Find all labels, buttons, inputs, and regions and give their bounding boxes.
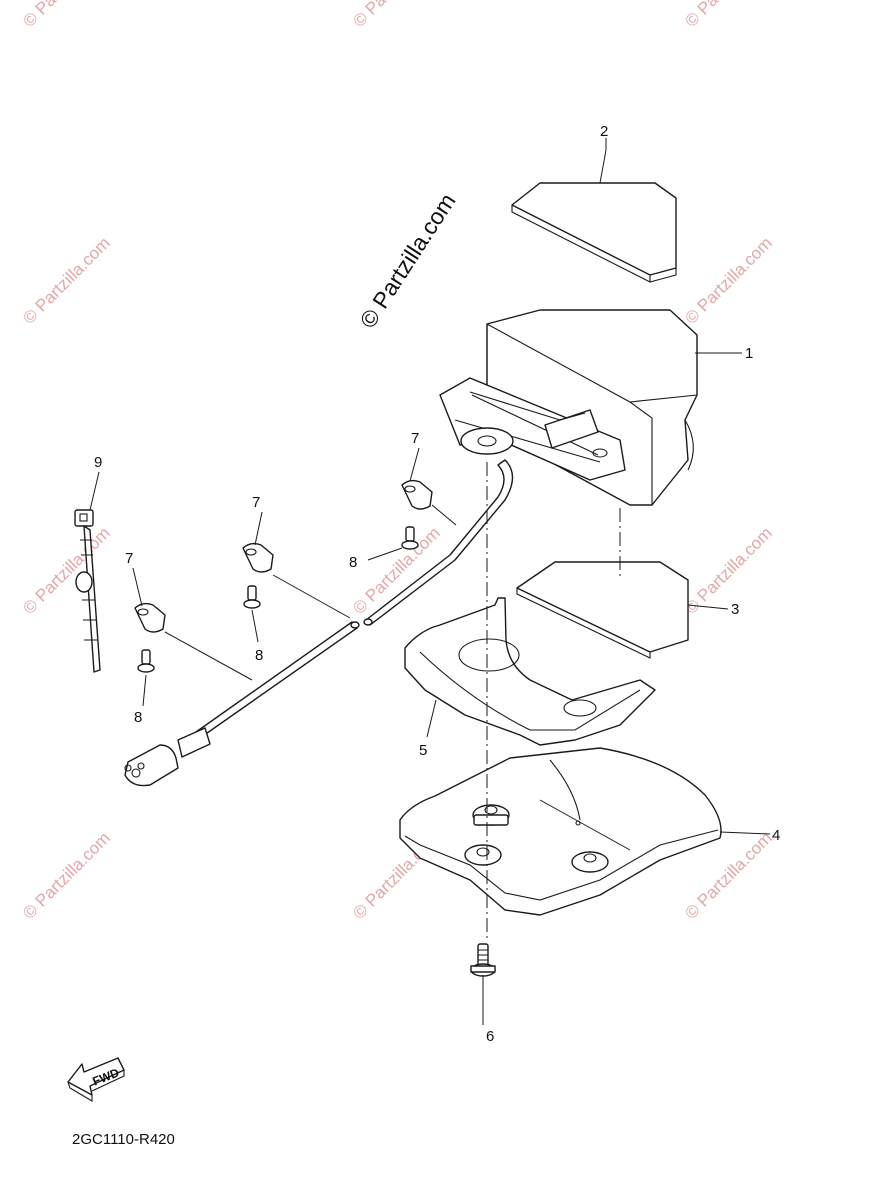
clamp-7-lower	[134, 602, 166, 633]
callout-6: 6	[486, 1028, 494, 1045]
callout-9: 9	[94, 454, 102, 471]
watermark: © Partzilla.com	[19, 233, 113, 327]
clamp-7-middle	[242, 542, 274, 573]
watermark: © Partzilla.com	[681, 523, 775, 617]
callout-7-middle: 7	[252, 494, 260, 511]
part-6-screw	[470, 943, 496, 977]
callout-3: 3	[731, 601, 739, 618]
copyright-label: © Partzilla.com	[354, 189, 460, 333]
screw-8-middle	[243, 585, 261, 609]
callout-8-upper: 8	[349, 554, 357, 571]
part-1-lamp-body	[439, 309, 698, 506]
watermark: © Partzilla.com	[19, 828, 113, 922]
part-5-bracket	[404, 597, 656, 746]
screw-8-upper	[401, 526, 419, 550]
part-2-lens	[511, 182, 677, 283]
callout-8-middle: 8	[255, 647, 263, 664]
callout-2: 2	[600, 123, 608, 140]
callout-7-lower: 7	[125, 550, 133, 567]
wire-harness	[124, 459, 514, 787]
watermark: © Partzilla.com	[681, 0, 775, 31]
callout-4: 4	[772, 827, 780, 844]
callout-5: 5	[419, 742, 427, 759]
callout-7-upper: 7	[411, 430, 419, 447]
callout-numbers: 2 1 3 4 5 6 7 7 7 8 8 8 9	[94, 123, 780, 1045]
leader-lines	[89, 138, 771, 1025]
fwd-arrow-icon: FWD	[67, 1057, 125, 1102]
part-9-cable-tie	[74, 509, 101, 673]
reference-code: 2GC1110-R420	[72, 1131, 175, 1148]
callout-8-lower: 8	[134, 709, 142, 726]
part-3-gasket	[516, 561, 689, 659]
callout-1: 1	[745, 345, 753, 362]
watermark: © Partzilla.com	[19, 523, 113, 617]
watermark: © Partzilla.com	[19, 0, 113, 31]
part-4-housing	[399, 747, 722, 916]
watermark: © Partzilla.com	[681, 233, 775, 327]
screw-8-lower	[137, 649, 155, 673]
clamp-7-upper	[401, 479, 433, 510]
watermark: © Partzilla.com	[349, 0, 443, 31]
